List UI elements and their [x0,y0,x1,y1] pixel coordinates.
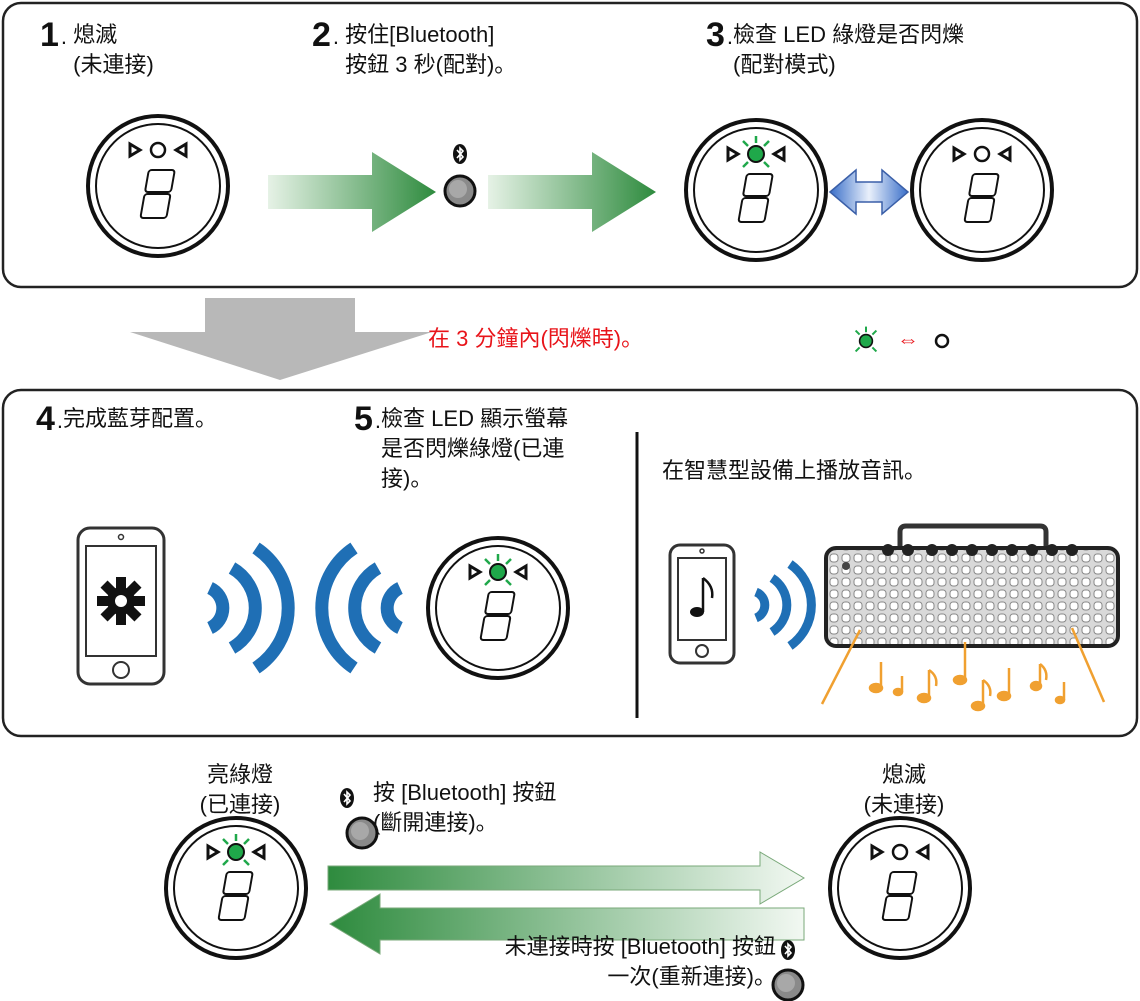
panel-middle [1,388,1139,738]
step2-text: 按住[Bluetooth] 按鈕 3 秒(配對)。 [345,22,517,77]
panel-top [1,1,1139,289]
step4-label: 4.完成藍芽配置。 [36,400,218,438]
step4-number: 4 [36,400,55,438]
step1-text: 熄滅 (未連接) [73,22,154,77]
step5-number: 5 [354,400,373,438]
smartphone-music-icon [668,543,736,665]
display-connected-bottom [164,816,308,960]
display-off-step3 [910,118,1054,262]
display-off-step1 [86,114,230,258]
step3-label: 3.檢查 LED 綠燈是否閃爍 (配對模式) [706,18,1126,80]
arrow-disconnect-right [327,851,805,905]
arrow-reconnect-left [329,893,805,955]
led-legend-symbol: ⇔ [897,327,919,352]
step2-number: 2 [312,16,331,54]
amplifier-icon [824,523,1120,648]
bluetooth-button-reconnect-icon [771,939,805,1001]
gray-down-arrow [130,298,432,380]
green-arrow-1 [268,152,436,232]
led-legend-icon [854,325,950,353]
bluetooth-button-icon [443,143,477,208]
step5-label: 5.檢查 LED 顯示螢幕 是否閃爍綠燈(已連 接)。 [354,402,624,494]
reconnect-instruction: 未連接時按 [Bluetooth] 按鈕 一次(重新連接)。 [504,934,776,989]
display-off-bottom [828,816,972,960]
step1-label: 1. 熄滅 (未連接) [40,18,240,80]
step3-number: 3 [706,16,725,54]
step3-text: 檢查 LED 綠燈是否閃爍 (配對模式) [733,22,965,77]
bluetooth-button-disconnect-icon [339,787,379,850]
step1-number: 1 [40,16,59,54]
bluetooth-wave-small-icon [753,560,816,650]
step5-text: 檢查 LED 顯示螢幕 是否閃爍綠燈(已連 接)。 [381,406,569,491]
pairing-time-note: 在 3 分鐘內(閃爍時)。 [428,326,644,351]
play-audio-text: 在智慧型設備上播放音訊。 [662,458,927,483]
disconnected-label: 熄滅 (未連接) [863,762,945,817]
bluetooth-wave-left-icon [315,542,404,674]
step2-label: 2. 按住[Bluetooth] 按鈕 3 秒(配對)。 [312,18,612,80]
music-notes-icon [820,627,1106,712]
disconnect-instruction: 按 [Bluetooth] 按鈕 (斷開連接)。 [373,780,557,835]
step4-text: 完成藍芽配置。 [63,406,218,431]
blue-double-arrow [828,168,910,216]
display-blinking [684,118,828,262]
bluetooth-wave-right-icon [206,542,295,674]
display-connected-step5 [426,536,570,680]
connected-label: 亮綠燈 (已連接) [199,762,281,817]
smartphone-settings-icon [76,526,166,686]
green-arrow-2 [488,152,656,232]
